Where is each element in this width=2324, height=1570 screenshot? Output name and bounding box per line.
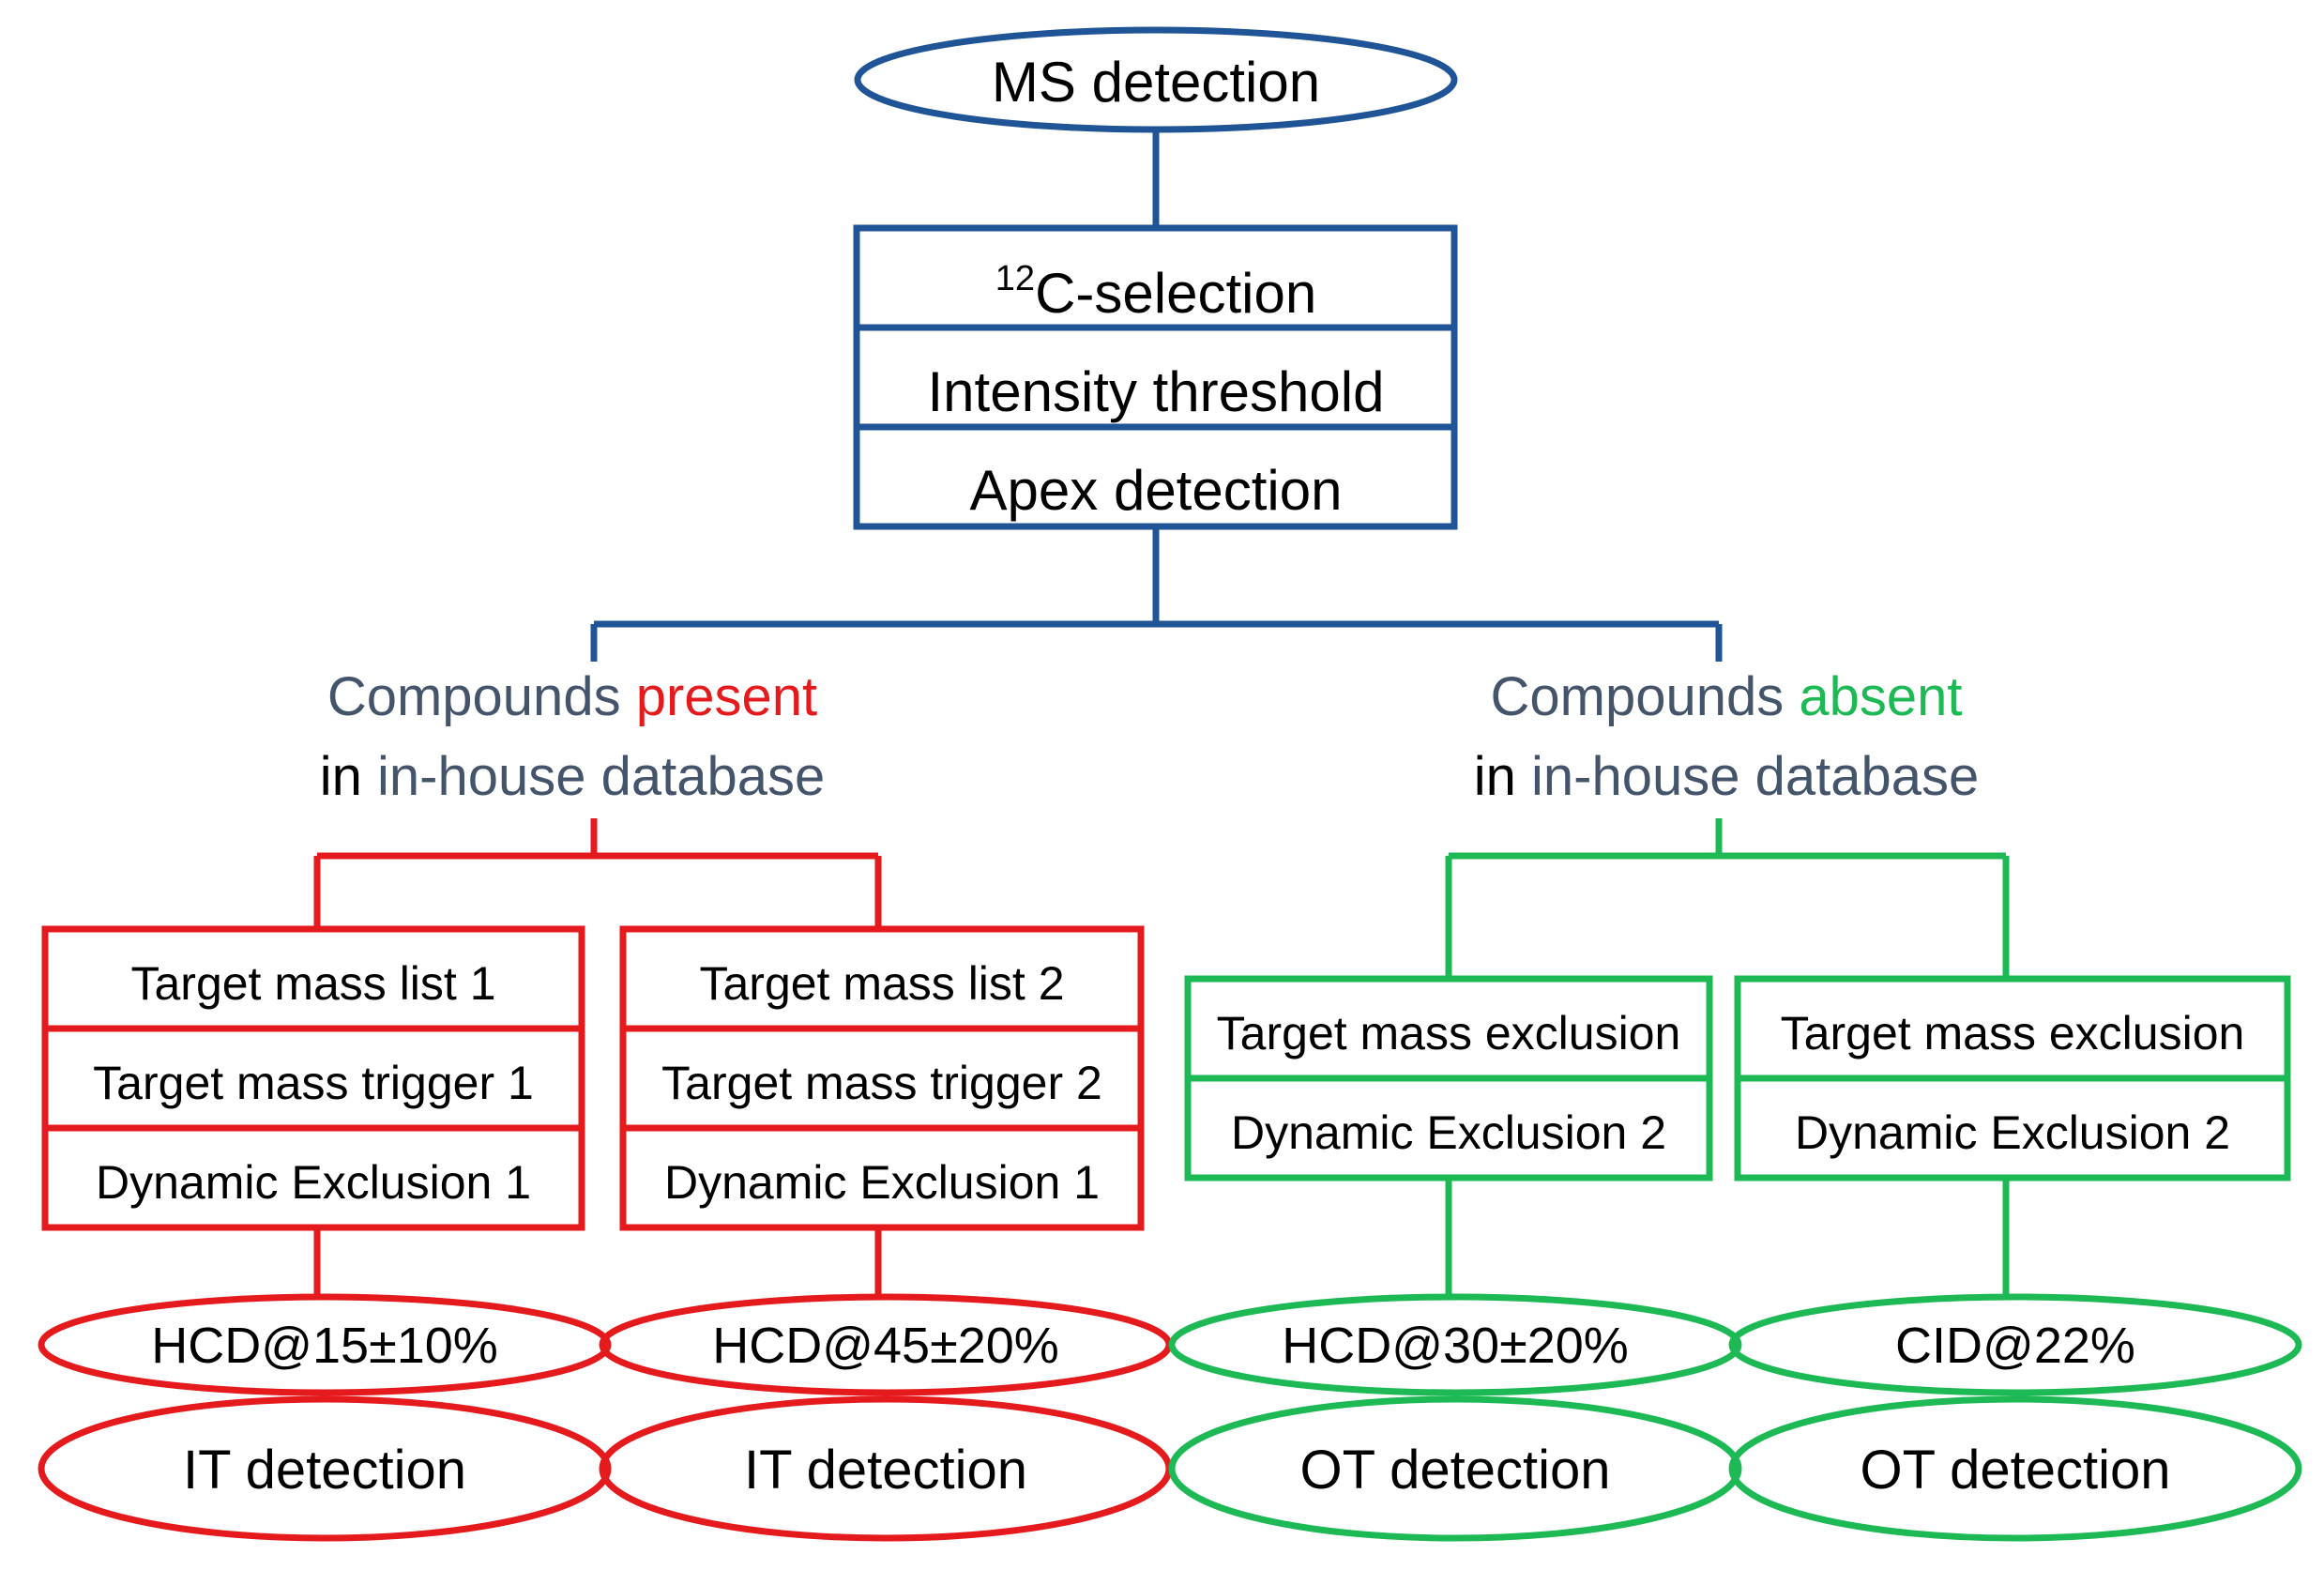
apex-detection-label: Apex detection xyxy=(970,459,1343,522)
absent-branch xyxy=(1168,818,2302,1542)
detect-label-2: IT detection xyxy=(744,1440,1027,1501)
present-branch xyxy=(38,818,1173,1542)
database-word-right: in-house database xyxy=(1531,746,1979,807)
compounds-absent-label: Compounds absent xyxy=(1490,666,1962,727)
red-box-1 xyxy=(41,925,585,1231)
c12-selection-label: 12C-selection xyxy=(995,259,1316,325)
detect-ellipse-4 xyxy=(1728,1395,2302,1542)
frag-ellipse-3 xyxy=(1168,1293,1742,1396)
green-box-1-row-1: Target mass exclusion xyxy=(1217,1007,1681,1059)
intensity-threshold-label: Intensity threshold xyxy=(928,360,1385,423)
compounds-present-prefix: Compounds xyxy=(327,666,636,727)
red-box-1-row-2: Target mass trigger 1 xyxy=(93,1057,534,1109)
in-word-right: in xyxy=(1474,746,1531,807)
frag-ellipse-1 xyxy=(38,1293,612,1396)
green-box-1-row-2: Dynamic Exclusion 2 xyxy=(1231,1106,1666,1159)
c12-selection-text: C-selection xyxy=(1035,262,1316,325)
detect-ellipse-1 xyxy=(38,1395,612,1542)
frag-label-1: HCD@15±10% xyxy=(151,1318,498,1374)
red-box-2 xyxy=(619,925,1145,1231)
detect-label-1: IT detection xyxy=(183,1440,466,1501)
red-box-2-row-1: Target mass list 2 xyxy=(699,957,1064,1010)
green-box-2-row-1: Target mass exclusion xyxy=(1781,1007,2245,1059)
ms-detection-label: MS detection xyxy=(992,51,1320,114)
detect-ellipse-3 xyxy=(1168,1395,1742,1542)
frag-ellipse-4 xyxy=(1728,1293,2302,1396)
in-house-database-label-left: in in-house database xyxy=(320,746,826,807)
c12-superscript: 12 xyxy=(995,259,1035,298)
detect-label-4: OT detection xyxy=(1860,1440,2170,1501)
compounds-present-status: present xyxy=(636,666,817,727)
red-box-1-row-3: Dynamic Exclusion 1 xyxy=(96,1156,531,1209)
top-section xyxy=(590,26,1723,662)
in-house-database-label-right: in in-house database xyxy=(1474,746,1980,807)
red-box-2-row-3: Dynamic Exclusion 1 xyxy=(664,1156,1100,1209)
green-box-2-row-2: Dynamic Exclusion 2 xyxy=(1795,1106,2230,1159)
detect-label-3: OT detection xyxy=(1299,1440,1610,1501)
red-box-1-row-1: Target mass list 1 xyxy=(130,957,495,1010)
frag-label-3: HCD@30±20% xyxy=(1282,1318,1629,1374)
database-word-left: in-house database xyxy=(377,746,825,807)
frag-label-2: HCD@45±20% xyxy=(712,1318,1059,1374)
frag-label-4: CID@22% xyxy=(1895,1318,2135,1374)
in-word-left: in xyxy=(320,746,377,807)
red-box-2-row-2: Target mass trigger 2 xyxy=(661,1057,1102,1109)
compounds-absent-status: absent xyxy=(1799,666,1962,727)
compounds-present-label: Compounds present xyxy=(327,666,817,727)
compounds-absent-prefix: Compounds xyxy=(1490,666,1799,727)
